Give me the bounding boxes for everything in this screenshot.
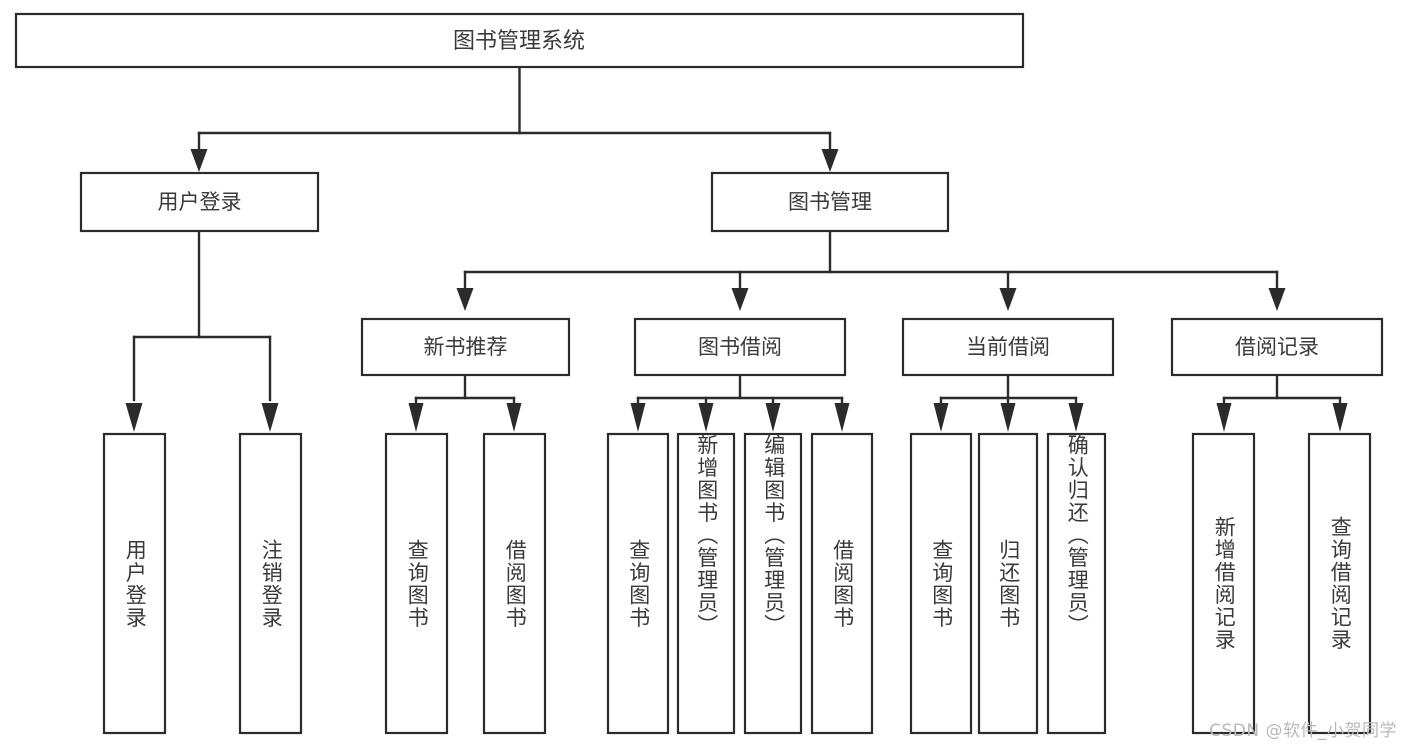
node-root-system[interactable]: 图书管理系统 — [14, 12, 1025, 69]
leaf-box-borrow-edit[interactable] — [743, 432, 803, 735]
leaf-box-current-confirm[interactable] — [1046, 432, 1107, 735]
node-current-borrow[interactable]: 当前借阅 — [901, 317, 1115, 377]
leaf-box-record-add[interactable] — [1191, 432, 1256, 735]
connector-borrowrecord-to-leaves — [1216, 373, 1348, 432]
node-book-management[interactable]: 图书管理 — [710, 171, 950, 233]
node-borrow-record[interactable]: 借阅记录 — [1170, 317, 1384, 377]
node-book-management-label: 图书管理 — [788, 190, 872, 214]
connector-currentborrow-to-leaves — [933, 373, 1084, 432]
connector-root-to-level2 — [190, 65, 839, 172]
node-new-book-recommend[interactable]: 新书推荐 — [360, 317, 571, 377]
leaf-box-user-login-logout[interactable] — [238, 432, 303, 735]
leaf-box-borrow-lend[interactable] — [810, 432, 874, 735]
connector-bookborrow-to-leaves — [630, 373, 850, 432]
node-user-login[interactable]: 用户登录 — [79, 171, 320, 233]
leaf-box-user-login-login[interactable] — [102, 432, 167, 735]
node-root-label: 图书管理系统 — [453, 29, 585, 54]
connector-newbook-to-leaves — [408, 373, 522, 432]
leaf-box-current-query[interactable] — [909, 432, 973, 735]
leaf-box-current-return[interactable] — [977, 432, 1039, 735]
node-current-borrow-label: 当前借阅 — [966, 335, 1050, 359]
node-book-borrow[interactable]: 图书借阅 — [633, 317, 847, 377]
leaf-box-newbook-borrow[interactable] — [482, 432, 547, 735]
leaf-box-newbook-query[interactable] — [384, 432, 449, 735]
leaf-box-borrow-query[interactable] — [606, 432, 670, 735]
node-book-borrow-label: 图书借阅 — [698, 335, 782, 359]
node-borrow-record-label: 借阅记录 — [1235, 335, 1319, 359]
leaf-box-borrow-add[interactable] — [676, 432, 736, 735]
node-user-login-label: 用户登录 — [158, 190, 242, 214]
node-new-book-recommend-label: 新书推荐 — [424, 335, 508, 359]
watermark-text: CSDN @软件_小贺同学 — [1209, 721, 1397, 741]
connector-bookmgmt-to-level3 — [456, 229, 1286, 311]
connector-userlogin-to-leaves — [125, 229, 279, 432]
leaf-box-record-query[interactable] — [1307, 432, 1372, 735]
